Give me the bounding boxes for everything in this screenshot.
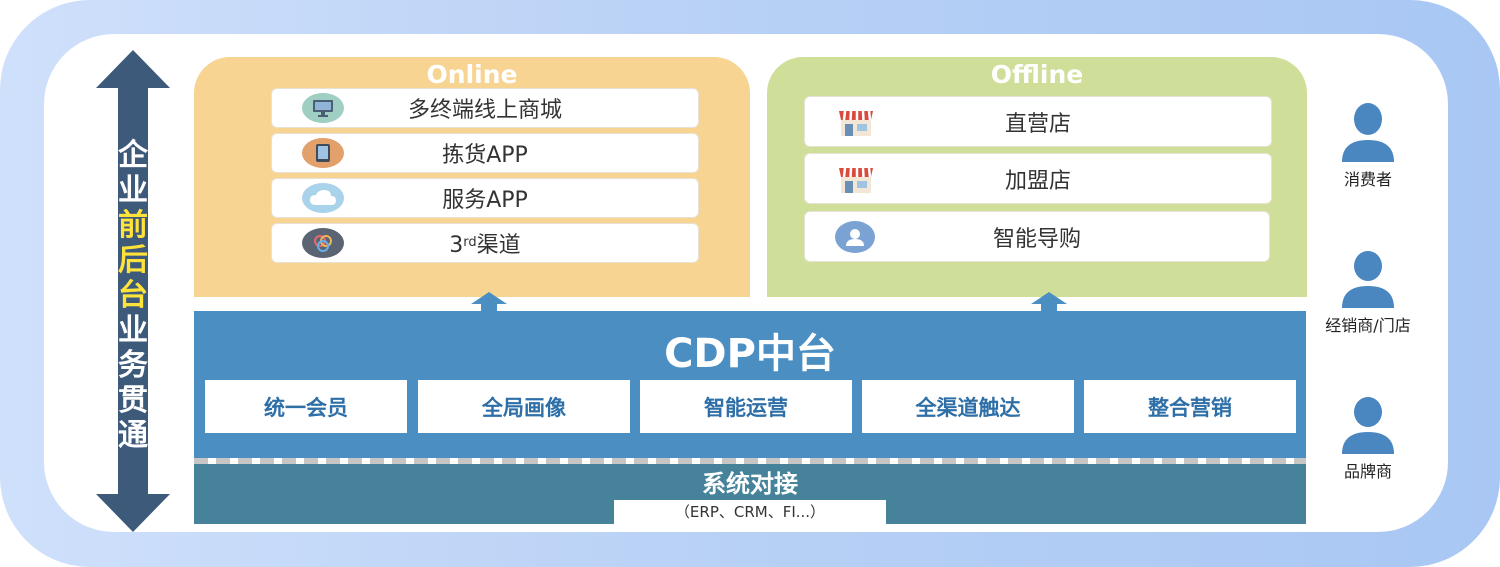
cdp-module-unified-member[interactable]: 统一会员 bbox=[205, 380, 407, 433]
cdp-module-omnichannel-reach[interactable]: 全渠道触达 bbox=[862, 380, 1074, 433]
user-icon bbox=[835, 220, 875, 253]
role-label: 消费者 bbox=[1343, 170, 1392, 189]
system-integration: 系统对接 （ERP、CRM、FI...） bbox=[194, 464, 1306, 524]
online-item-mall[interactable]: 多终端线上商城 bbox=[271, 88, 699, 128]
online-title: Online bbox=[426, 60, 518, 89]
up-arrow-offline bbox=[1031, 292, 1067, 314]
network-icon bbox=[302, 228, 344, 258]
person-icon bbox=[1342, 397, 1394, 454]
monitor-icon bbox=[302, 93, 344, 123]
vertical-label-char: 通 bbox=[118, 418, 148, 453]
vertical-label-char: 企 bbox=[118, 138, 148, 173]
vertical-label-char: 业 bbox=[118, 313, 148, 348]
role-label: 品牌商 bbox=[1343, 462, 1392, 481]
offline-item-franchise-store[interactable]: 加盟店 bbox=[804, 153, 1272, 204]
up-arrow-online bbox=[471, 292, 507, 314]
online-item-label: 3rd渠道 bbox=[449, 233, 521, 258]
online-item-label: 拣货APP bbox=[442, 143, 528, 168]
vertical-double-arrow bbox=[96, 50, 170, 532]
vertical-label-char: 前 bbox=[118, 208, 148, 243]
tablet-icon bbox=[302, 138, 344, 168]
role-consumer: 消费者 bbox=[1313, 102, 1423, 190]
vertical-label-char: 务 bbox=[118, 348, 148, 383]
cdp-module-integrated-marketing[interactable]: 整合营销 bbox=[1084, 380, 1296, 433]
person-icon bbox=[1342, 103, 1394, 162]
cdp-platform: CDP中台 统一会员 全局画像 智能运营 全渠道触达 整合营销 bbox=[194, 311, 1306, 458]
role-label: 经销商/门店 bbox=[1325, 316, 1411, 335]
offline-item-label: 直营店 bbox=[1004, 111, 1071, 137]
storefront-icon bbox=[835, 164, 877, 194]
offline-item-label: 智能导购 bbox=[992, 226, 1081, 252]
online-item-picking-app[interactable]: 拣货APP bbox=[271, 133, 699, 173]
online-item-label: 服务APP bbox=[442, 188, 528, 213]
cdp-module-global-profile[interactable]: 全局画像 bbox=[418, 380, 630, 433]
vertical-label-char: 业 bbox=[118, 173, 148, 208]
cdp-module-smart-operation[interactable]: 智能运营 bbox=[640, 380, 852, 433]
online-item-label: 多终端线上商城 bbox=[407, 98, 562, 123]
vertical-label-char: 台 bbox=[118, 278, 148, 313]
offline-item-direct-store[interactable]: 直营店 bbox=[804, 96, 1272, 147]
offline-title: Offline bbox=[990, 60, 1084, 89]
online-item-third-party[interactable]: 3rd渠道 bbox=[271, 223, 699, 263]
cdp-title: CDP中台 bbox=[664, 331, 836, 377]
cloud-icon bbox=[302, 183, 344, 213]
offline-item-smart-guide[interactable]: 智能导购 bbox=[804, 211, 1270, 262]
vertical-label-char: 后 bbox=[118, 243, 148, 278]
vertical-label: 企业前后台业务贯通 bbox=[114, 138, 152, 453]
dashed-divider bbox=[194, 458, 1306, 464]
vertical-label-char: 贯 bbox=[118, 383, 148, 418]
storefront-icon bbox=[835, 107, 877, 137]
offline-item-label: 加盟店 bbox=[1004, 168, 1071, 194]
person-icon bbox=[1342, 251, 1394, 308]
role-dealer-store: 经销商/门店 bbox=[1313, 250, 1423, 336]
online-item-service-app[interactable]: 服务APP bbox=[271, 178, 699, 218]
system-subtitle: （ERP、CRM、FI...） bbox=[614, 500, 886, 524]
role-brand: 品牌商 bbox=[1313, 396, 1423, 482]
system-title: 系统对接 bbox=[702, 470, 798, 498]
